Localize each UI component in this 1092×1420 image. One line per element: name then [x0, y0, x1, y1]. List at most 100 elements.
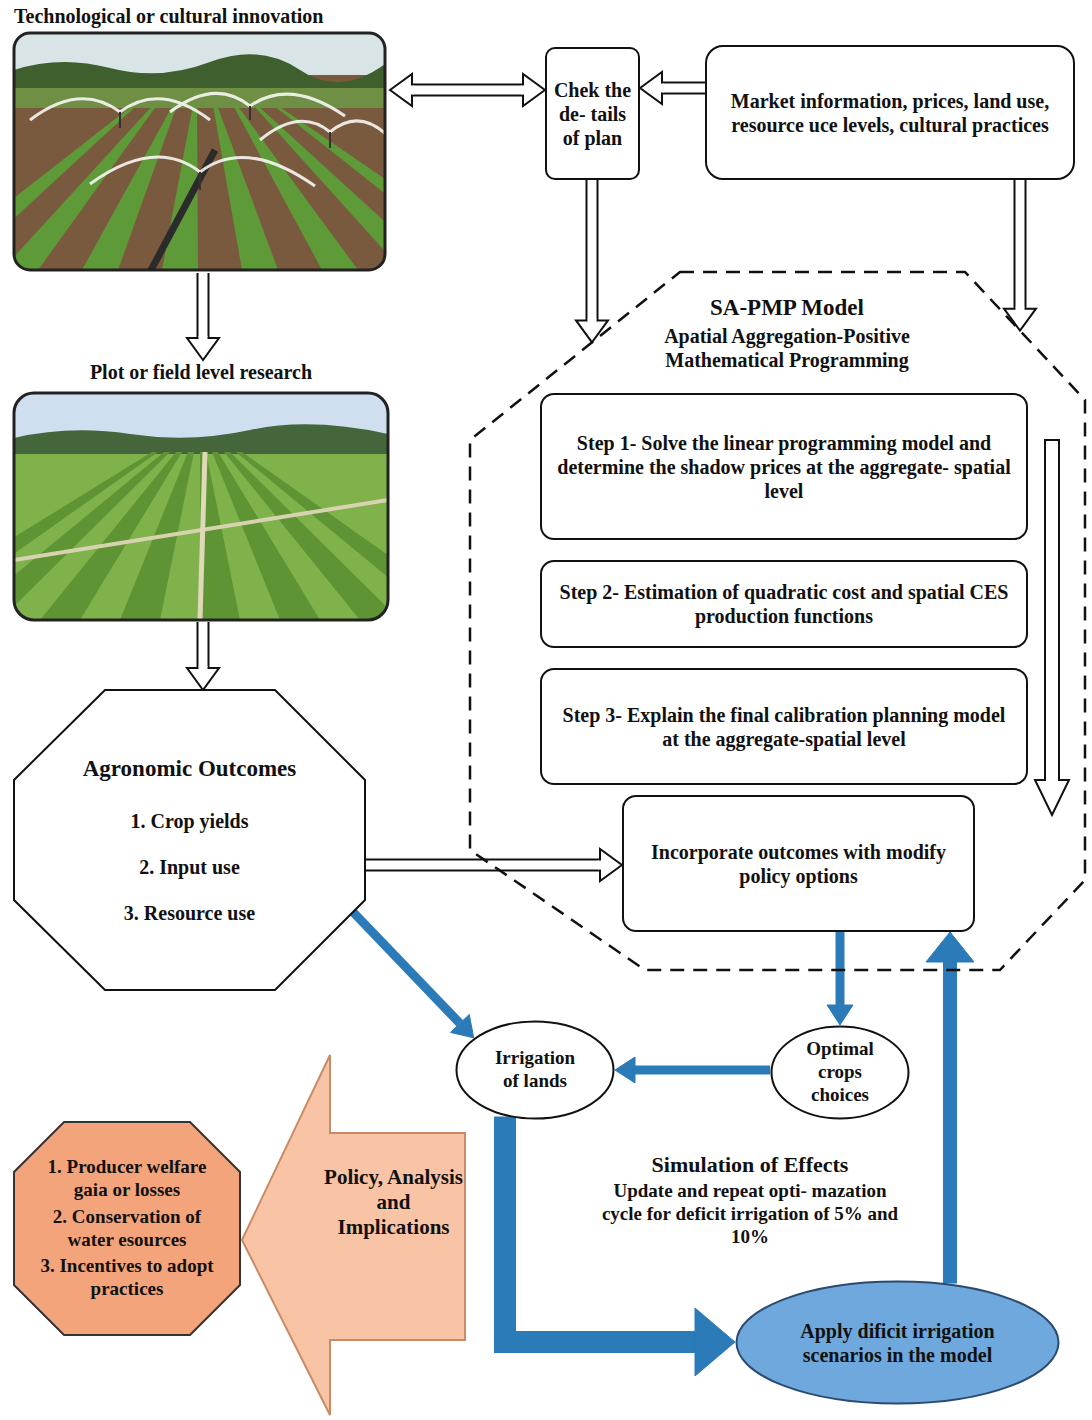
text-group: Apply dificit irrigation scenarios in th… [735, 1280, 1060, 1405]
arrow-head [450, 1014, 473, 1037]
node-heading: 1. Producer welfare gaia or losses [29, 1156, 225, 1202]
polygon-outline [242, 1055, 465, 1415]
photo-frame [14, 393, 388, 620]
node-text: Market information, prices, land use, re… [719, 89, 1061, 137]
text-group: Irrigation of lands [455, 1020, 615, 1120]
step-box: Step 2- Estimation of quadratic cost and… [540, 560, 1028, 648]
node-text: 3. Resource use [45, 901, 335, 925]
connector [1004, 180, 1036, 331]
connector-fill [365, 861, 600, 870]
process-ellipse: Irrigation of lands [455, 1020, 615, 1120]
step-box: Step 3- Explain the final calibration pl… [540, 668, 1028, 785]
field-stripe [224, 452, 388, 620]
text-block: Chek the de- tails of plan [551, 78, 634, 150]
text-group: Chek the de- tails of plan [547, 49, 638, 178]
arrow-head [695, 1308, 735, 1376]
process-ellipse: Optimal crops choices [770, 1025, 910, 1120]
polygon-outline [14, 1122, 240, 1335]
text-group: Incorporate outcomes with modify policy … [624, 797, 973, 930]
connector-fill [412, 86, 523, 95]
note-group: Simulation of EffectsUpdate and repeat o… [600, 1152, 900, 1249]
node-text: 2. Conservation of water esources [29, 1206, 225, 1252]
connector-outline [197, 622, 210, 668]
tree-line [14, 424, 388, 454]
connector-fill [588, 180, 597, 320]
step-box: Step 1- Solve the linear programming mod… [540, 393, 1028, 540]
arrow-head [576, 320, 608, 342]
connector [187, 273, 219, 360]
node-text: Plot or field level research [10, 360, 392, 384]
result-octagon: 1. Producer welfare gaia or losses2. Con… [14, 1122, 240, 1335]
spray-arc [170, 93, 250, 112]
sprinkler-photo [14, 33, 385, 270]
text-block: Step 1- Solve the linear programming mod… [554, 431, 1014, 503]
connector [365, 849, 622, 881]
ellipse-outline [457, 1022, 614, 1119]
connector-line [353, 912, 460, 1023]
field-stripe [200, 452, 240, 620]
node-text: Technological or cultural innovation [14, 4, 323, 28]
text-block: Step 2- Estimation of quadratic cost and… [552, 580, 1016, 628]
arrow-seam [588, 318, 597, 323]
text-group: SA-PMP ModelApatial Aggregation-Positive… [607, 294, 967, 372]
connector-outline [586, 180, 599, 320]
flow-arrow [1035, 440, 1069, 815]
node-text: 3. Incentives to adopt practices [29, 1255, 225, 1301]
model-region: SA-PMP ModelApatial Aggregation-Positive… [470, 272, 1085, 970]
photo-panel: Technological or cultural innovation [10, 4, 390, 273]
arrow-head [640, 72, 662, 104]
connector [640, 72, 705, 104]
node-text: Apatial Aggregation-Positive Mathematica… [607, 324, 967, 372]
text-group: Step 2- Estimation of quadratic cost and… [542, 562, 1026, 646]
node-text: Apply dificit irrigation scenarios in th… [773, 1319, 1023, 1367]
polygon-outline [470, 272, 1085, 970]
connector-line [943, 962, 957, 1283]
node-heading: SA-PMP Model [607, 294, 967, 322]
connector-outline [662, 82, 705, 95]
text-block: Optimal crops choices [795, 1038, 885, 1106]
connector [353, 912, 474, 1038]
arrow-head [600, 849, 622, 881]
spray-arc [260, 121, 330, 140]
shape-outline [14, 690, 365, 990]
input-box: Market information, prices, land use, re… [705, 45, 1075, 180]
note-heading: Simulation of Effects [600, 1152, 900, 1178]
text-group: 1. Producer welfare gaia or losses2. Con… [14, 1122, 240, 1335]
connector-fill [199, 273, 208, 338]
text-block: Irrigation of lands [485, 1047, 585, 1093]
text-group: Market information, prices, land use, re… [707, 47, 1073, 178]
arrow-head [390, 74, 412, 106]
spray-arc [250, 94, 345, 116]
text-group: Step 3- Explain the final calibration pl… [542, 670, 1026, 783]
sprinkler-post [329, 132, 331, 148]
tree-line [14, 54, 385, 92]
connector-line [505, 1116, 695, 1342]
arrow-seam [1016, 307, 1025, 312]
connector-outline [197, 273, 210, 338]
sprinkler-posts [120, 106, 330, 190]
sprinkler-spray [30, 93, 385, 186]
field-stripe [236, 452, 388, 620]
spray-arc [330, 121, 385, 138]
connector-outline [365, 859, 600, 872]
connector-outline [412, 84, 523, 97]
sprinkler-post [199, 172, 201, 190]
soil [14, 33, 385, 270]
arrow-seam [598, 861, 603, 870]
arrow-head [187, 668, 219, 690]
arrow-head [827, 1005, 853, 1025]
photo-frame [14, 33, 385, 270]
node-text: Step 3- Explain the final calibration pl… [554, 703, 1014, 751]
spray-arc [90, 157, 200, 184]
node-text: Chek the de- tails of plan [551, 78, 634, 150]
spray-arc [30, 99, 120, 120]
spray-arc [120, 99, 210, 120]
text-group: Optimal crops choices [770, 1025, 910, 1120]
text-block: Market information, prices, land use, re… [719, 89, 1061, 137]
node-text: 2. Input use [45, 855, 335, 879]
node-text: Irrigation of lands [485, 1047, 585, 1093]
node-text: Incorporate outcomes with modify policy … [636, 840, 961, 888]
connector [827, 932, 853, 1025]
